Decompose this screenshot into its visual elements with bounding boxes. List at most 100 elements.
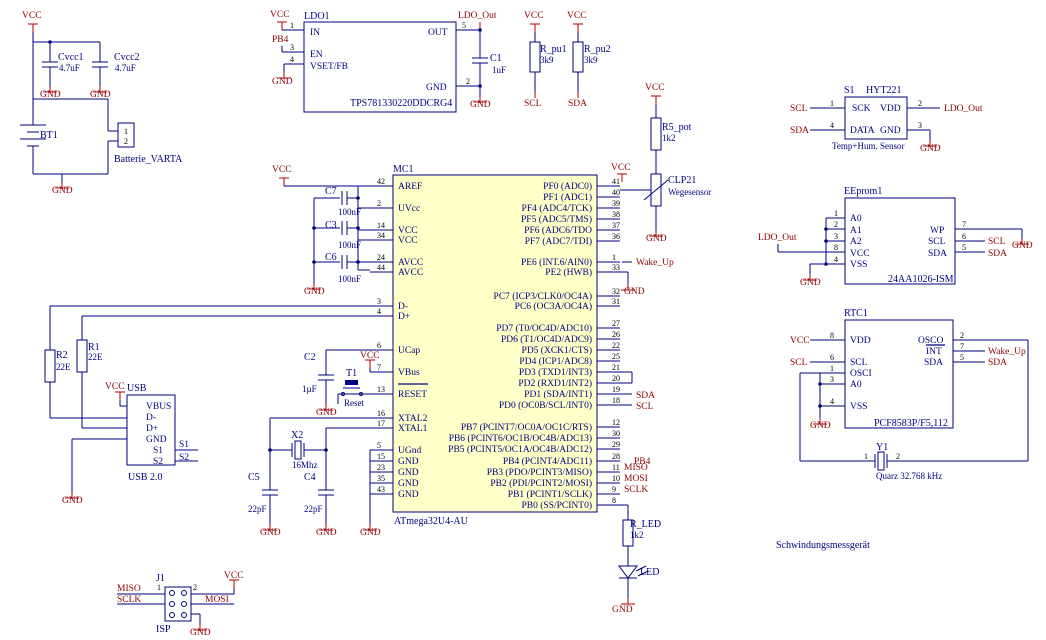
mcu-pin-name: PF6 (ADC6/TDO [524,225,592,236]
mcu-pin-name: AVCC [398,268,423,278]
svg-text:OSCO: OSCO [918,336,943,346]
cvcc2-value: 4.7uF [115,63,136,73]
mcu-pin-number: 9 [612,485,616,494]
svg-text:3: 3 [834,232,838,241]
svg-text:5: 5 [962,243,966,252]
mcu-pin-name: AREF [398,182,422,192]
mcu-pin-number: 13 [377,385,385,394]
mcu-pin-number: 35 [377,474,385,483]
svg-text:R_pu1: R_pu1 [540,44,567,55]
mcu-pin-number: 6 [377,341,381,350]
mcu-pin-name: GND [398,457,419,467]
svg-text:MISO: MISO [117,584,141,594]
svg-text:22pF: 22pF [248,504,267,514]
mcu-pin-name: PB7 (PCINT7/OC0A/OC1C/RTS) [461,422,592,433]
mcu-pin-name: PF0 (ADC0) [543,181,592,192]
mcu-pin-number: 41 [612,177,620,186]
svg-text:C5: C5 [248,472,260,483]
svg-text:J1: J1 [156,573,165,584]
mcu-pin-name: PB2 (PDI/PCINT2/MOSI) [490,478,592,489]
mcu-pin-number: 39 [612,199,620,208]
svg-text:1: 1 [830,99,834,108]
mcu-pin-name: PC6 (OC3A/OC4A) [515,301,592,312]
mcu-pin-number: 43 [377,485,385,494]
mcu-pin-number: 36 [612,232,620,241]
usb-section: USB USB 2.0 VBUS D- D+ GND S1 S2 VCC GND… [62,382,198,506]
pot-section: VCC R5_pot 1k2 CLP21 Wegesensor GND [620,83,711,244]
svg-text:GND: GND [146,435,167,445]
svg-text:VCC: VCC [105,382,125,392]
mcu-pin-name: PD4 (ICP1/ADC8) [519,356,592,367]
mcu-pin-number: 27 [612,319,620,328]
mcu-pin-name: UCap [398,346,420,356]
svg-text:1k2: 1k2 [662,133,676,143]
svg-text:SDA: SDA [568,99,587,109]
mcu-pin-number: 5 [377,441,381,450]
svg-text:VCC: VCC [567,11,587,21]
svg-text:SCL: SCL [928,237,946,247]
svg-text:1µF: 1µF [302,384,317,394]
mcu-pin-number: 37 [612,221,620,230]
svg-text:1: 1 [834,209,838,218]
svg-text:3: 3 [830,375,834,384]
mcu-pin-number: 25 [612,352,620,361]
svg-text:R_LED: R_LED [630,519,661,530]
svg-text:GND: GND [880,126,901,136]
mcu-pin-name: PD6 (T1/OC4D/ADC9) [501,334,592,345]
svg-text:1: 1 [157,583,161,592]
svg-text:VCC: VCC [645,83,665,93]
svg-text:MOSI: MOSI [205,595,229,605]
svg-text:1: 1 [830,364,834,373]
mcu-pin-number: 29 [612,440,620,449]
svg-text:GND: GND [470,100,491,110]
svg-text:D+: D+ [146,424,158,434]
svg-text:OUT: OUT [428,28,448,38]
mcu-left-circuit: VCC C7 100nF C3 100nF C6 100nF GND [44,165,381,538]
svg-text:A0: A0 [850,214,862,224]
svg-text:1uF: 1uF [492,65,506,75]
svg-text:3k9: 3k9 [584,55,598,65]
svg-text:SDA: SDA [924,358,943,368]
svg-text:GND: GND [360,528,381,538]
mcu-pin-name: PB1 (PCINT1/SCLK) [508,489,592,500]
svg-text:VDD: VDD [880,104,901,114]
cvcc2-ref: Cvcc2 [114,52,140,63]
mcu-pin-number: 18 [612,396,620,405]
svg-text:2: 2 [960,331,964,340]
mcu-pin-name: PE2 (HWB) [545,267,592,278]
mcu-pin-name: PF1 (ADC1) [543,192,592,203]
svg-text:D-: D- [146,413,156,423]
svg-text:C3: C3 [325,220,337,231]
svg-text:LDO_Out: LDO_Out [944,104,983,114]
svg-text:Reset: Reset [344,398,364,408]
svg-text:S1: S1 [844,85,855,96]
mcu-pin-number: 1 [612,253,616,262]
svg-text:1k2: 1k2 [630,530,644,540]
svg-text:VBUS: VBUS [146,402,171,412]
svg-text:SCL: SCL [790,358,808,368]
svg-text:SDA: SDA [928,249,947,259]
mcu-pin-name: PB4 (PCINT4/ADC11) [503,456,592,467]
svg-text:R5_pot: R5_pot [662,122,692,133]
svg-text:6: 6 [962,232,966,241]
svg-text:EN: EN [310,50,323,60]
svg-text:4: 4 [834,255,838,264]
mcu-pin-name: PB3 (PDO/PCINT3/MISO) [487,467,592,478]
svg-text:S1: S1 [153,446,163,456]
svg-text:MC1: MC1 [393,164,414,175]
mcu-pin-number: 44 [377,263,385,272]
svg-text:8: 8 [834,243,838,252]
mcu-pin-number: 23 [377,463,385,472]
svg-text:T1: T1 [346,368,357,379]
mcu-pin-name: UVcc [398,204,420,214]
mcu-pin-number: 34 [377,231,385,240]
svg-text:HYT221: HYT221 [866,85,902,96]
svg-text:VCC: VCC [270,10,290,20]
battery-section: VCC Cvcc1 4.7uF GND Cvcc2 4.7uF GND BT1 [20,11,183,196]
svg-text:LED: LED [640,567,659,578]
svg-text:GND: GND [810,421,831,431]
svg-text:5: 5 [462,21,466,30]
svg-text:100nF: 100nF [338,274,361,284]
svg-text:Wake_Up: Wake_Up [636,258,674,268]
